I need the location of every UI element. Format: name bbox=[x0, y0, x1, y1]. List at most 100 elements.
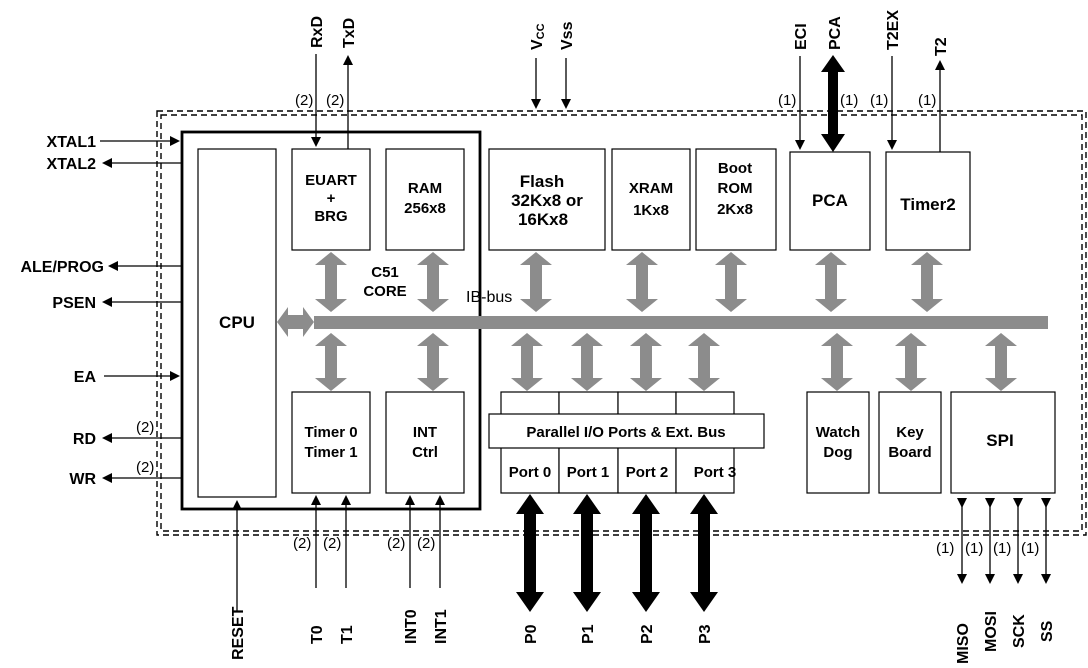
xram-block[interactable]: XRAM 1Kx8 bbox=[611, 148, 691, 251]
count-miso: (1) bbox=[936, 540, 954, 557]
watchdog-block[interactable]: Watch Dog bbox=[806, 391, 870, 494]
port0-label: Port 0 bbox=[509, 464, 552, 481]
pin-miso: MISO bbox=[955, 623, 972, 664]
bus-arrow-port1 bbox=[571, 333, 603, 391]
pin-int1: INT1 bbox=[433, 609, 450, 644]
pin-t2: T2 bbox=[933, 37, 950, 56]
pin-rd: RD bbox=[73, 431, 96, 448]
bus-arrow-port2 bbox=[630, 333, 662, 391]
pin-wr: WR bbox=[69, 471, 96, 488]
ib-bus bbox=[320, 316, 1048, 329]
pca-bidir-arrow bbox=[821, 55, 845, 152]
count-sck: (1) bbox=[993, 540, 1011, 557]
p3-bidir-arrow bbox=[690, 494, 718, 612]
count-mosi: (1) bbox=[965, 540, 983, 557]
count-t0: (2) bbox=[293, 535, 311, 552]
pin-pca: PCA bbox=[827, 16, 844, 50]
count-int1: (2) bbox=[417, 535, 435, 552]
ram-label-1: RAM bbox=[408, 180, 442, 197]
keyboard-label-1: Key bbox=[896, 424, 924, 441]
pin-eci: ECI bbox=[793, 23, 810, 50]
count-ss: (1) bbox=[1021, 540, 1039, 557]
bus-arrow-pca bbox=[815, 252, 847, 312]
bus-arrow-euart bbox=[315, 252, 347, 312]
pin-txd: TxD bbox=[341, 18, 358, 48]
pin-t2ex: T2EX bbox=[885, 10, 902, 50]
bottom-pins: RESET (2) (2) T0 T1 (2) (2) INT0 INT1 P0… bbox=[230, 494, 1056, 664]
intctrl-block[interactable]: INT Ctrl bbox=[385, 391, 465, 494]
keyboard-label-2: Board bbox=[888, 444, 931, 461]
count-pca: (1) bbox=[840, 92, 858, 109]
xram-label-2: 1Kx8 bbox=[633, 202, 669, 219]
count-rd: (2) bbox=[136, 419, 154, 436]
pca-block[interactable]: PCA bbox=[789, 151, 871, 251]
timer2-label: Timer2 bbox=[900, 195, 955, 214]
bus-arrow-intctrl bbox=[417, 333, 449, 391]
bus-arrow-cpu bbox=[277, 307, 314, 337]
ram-block[interactable]: RAM 256x8 bbox=[385, 148, 465, 251]
bus-connectors bbox=[277, 252, 1017, 391]
pin-sck: SCK bbox=[1011, 614, 1028, 648]
bootrom-label-3: 2Kx8 bbox=[717, 201, 753, 218]
count-t2ex: (1) bbox=[870, 92, 888, 109]
pin-psen: PSEN bbox=[52, 295, 96, 312]
pin-xtal2: XTAL2 bbox=[47, 156, 97, 173]
pin-xtal1: XTAL1 bbox=[47, 134, 97, 151]
count-eci: (1) bbox=[778, 92, 796, 109]
count-rxd: (2) bbox=[295, 92, 313, 109]
bus-arrow-timer01 bbox=[315, 333, 347, 391]
chip-outline bbox=[156, 110, 1087, 536]
timer01-label-1: Timer 0 bbox=[304, 424, 357, 441]
bus-arrow-timer2 bbox=[911, 252, 943, 312]
xram-label-1: XRAM bbox=[629, 180, 673, 197]
bus-arrow-flash bbox=[520, 252, 552, 312]
pin-p0: P0 bbox=[523, 624, 540, 644]
ib-bus-label: IB-bus bbox=[466, 289, 512, 306]
timer2-block[interactable]: Timer2 bbox=[885, 151, 971, 251]
euart-label-3: BRG bbox=[314, 208, 347, 225]
flash-label-2: 32Kx8 or bbox=[511, 191, 583, 210]
pin-t1: T1 bbox=[339, 625, 356, 644]
bus-arrow-cpu-stub bbox=[314, 316, 320, 329]
top-pins: (2) (2) RxD TxD VCC Vss (1) ECI (1) PCA … bbox=[295, 10, 950, 152]
bus-arrow-bootrom bbox=[715, 252, 747, 312]
bootrom-block[interactable]: Boot ROM 2Kx8 bbox=[695, 148, 777, 251]
bus-arrow-keyboard bbox=[895, 333, 927, 391]
port1-label: Port 1 bbox=[567, 464, 610, 481]
timer01-block[interactable]: Timer 0 Timer 1 bbox=[291, 391, 371, 494]
port2-label: Port 2 bbox=[626, 464, 669, 481]
pin-p1: P1 bbox=[580, 624, 597, 644]
pin-p3: P3 bbox=[697, 624, 714, 644]
flash-label-1: Flash bbox=[520, 172, 564, 191]
count-t2: (1) bbox=[918, 92, 936, 109]
pca-label: PCA bbox=[812, 191, 848, 210]
pin-mosi: MOSI bbox=[983, 611, 1000, 652]
p0-bidir-arrow bbox=[516, 494, 544, 612]
intctrl-label-2: Ctrl bbox=[412, 444, 438, 461]
euart-label-1: EUART bbox=[305, 172, 357, 189]
bus-arrow-watchdog bbox=[821, 333, 853, 391]
pin-t0: T0 bbox=[309, 625, 326, 644]
parallel-io-block[interactable]: Parallel I/O Ports & Ext. Bus Port 0 Por… bbox=[488, 391, 765, 494]
bus-arrow-port0 bbox=[511, 333, 543, 391]
pin-vcc: VCC bbox=[529, 23, 547, 50]
flash-label-3: 16Kx8 bbox=[518, 210, 568, 229]
pin-ss: SS bbox=[1039, 620, 1056, 642]
euart-label-2: + bbox=[327, 190, 336, 207]
keyboard-block[interactable]: Key Board bbox=[878, 391, 942, 494]
spi-block[interactable]: SPI bbox=[950, 391, 1056, 494]
pin-reset: RESET bbox=[230, 606, 247, 660]
pin-int0: INT0 bbox=[403, 609, 420, 644]
intctrl-label-1: INT bbox=[413, 424, 437, 441]
count-int0: (2) bbox=[387, 535, 405, 552]
watchdog-label-1: Watch bbox=[816, 424, 860, 441]
euart-block[interactable]: EUART + BRG bbox=[291, 148, 371, 251]
bus-arrow-spi bbox=[985, 333, 1017, 391]
timer01-label-2: Timer 1 bbox=[304, 444, 357, 461]
flash-block[interactable]: Flash 32Kx8 or 16Kx8 bbox=[488, 148, 606, 251]
cpu-block[interactable]: CPU bbox=[197, 148, 277, 498]
bus-arrow-port3 bbox=[688, 333, 720, 391]
parallel-io-label: Parallel I/O Ports & Ext. Bus bbox=[526, 424, 725, 441]
count-t1: (2) bbox=[323, 535, 341, 552]
p1-bidir-arrow bbox=[573, 494, 601, 612]
